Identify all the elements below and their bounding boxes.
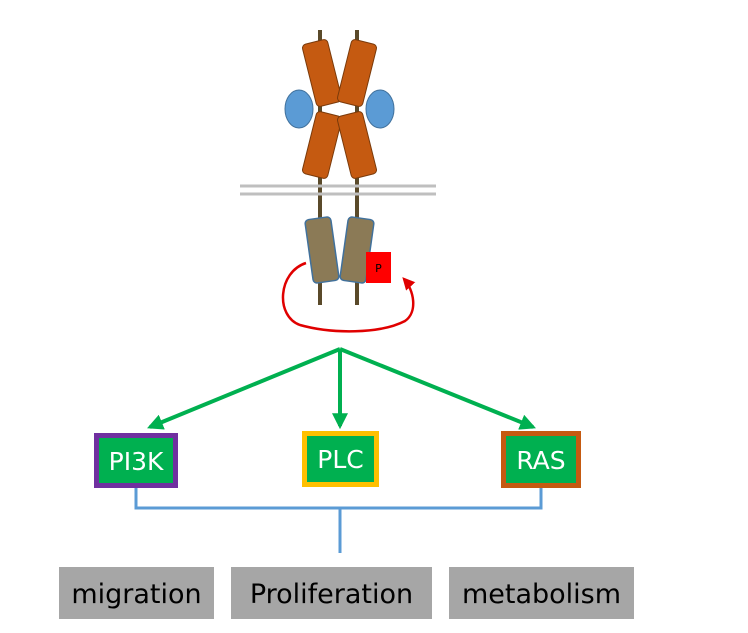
outcome-metabolism-label: metabolism (462, 579, 621, 610)
left-upper-extracellular-domain (301, 39, 343, 107)
outcome-migration-label: migration (71, 579, 201, 610)
node-ras: RAS (501, 431, 581, 488)
outcome-proliferation-label: Proliferation (250, 579, 413, 610)
left-lower-extracellular-domain (301, 111, 343, 179)
right-upper-extracellular-domain (336, 39, 378, 107)
phosphate-label: P (375, 262, 382, 275)
signal-arrows (147, 347, 536, 430)
right-lower-extracellular-domain (336, 111, 378, 179)
outcome-metabolism: metabolism (449, 567, 634, 619)
right-kinase-domain (339, 216, 375, 284)
outcome-connector (134, 488, 543, 553)
node-plc: PLC (302, 431, 379, 487)
outcome-migration: migration (59, 567, 214, 619)
left-ligand (284, 89, 314, 129)
left-kinase-domain (304, 216, 340, 284)
node-pi3k-label: PI3K (109, 447, 164, 476)
node-pi3k: PI3K (94, 433, 178, 488)
extracellular-domains (301, 39, 378, 179)
node-plc-label: PLC (317, 445, 363, 474)
cell-membrane (240, 184, 436, 196)
right-ligand (365, 89, 395, 129)
node-ras-label: RAS (516, 446, 565, 475)
autophosphorylation-arrow (281, 261, 416, 333)
outcome-proliferation: Proliferation (231, 567, 432, 619)
arrow-to-ras (339, 347, 536, 430)
arrow-to-pi3k (147, 347, 341, 430)
phosphate-tag: P (366, 252, 391, 283)
